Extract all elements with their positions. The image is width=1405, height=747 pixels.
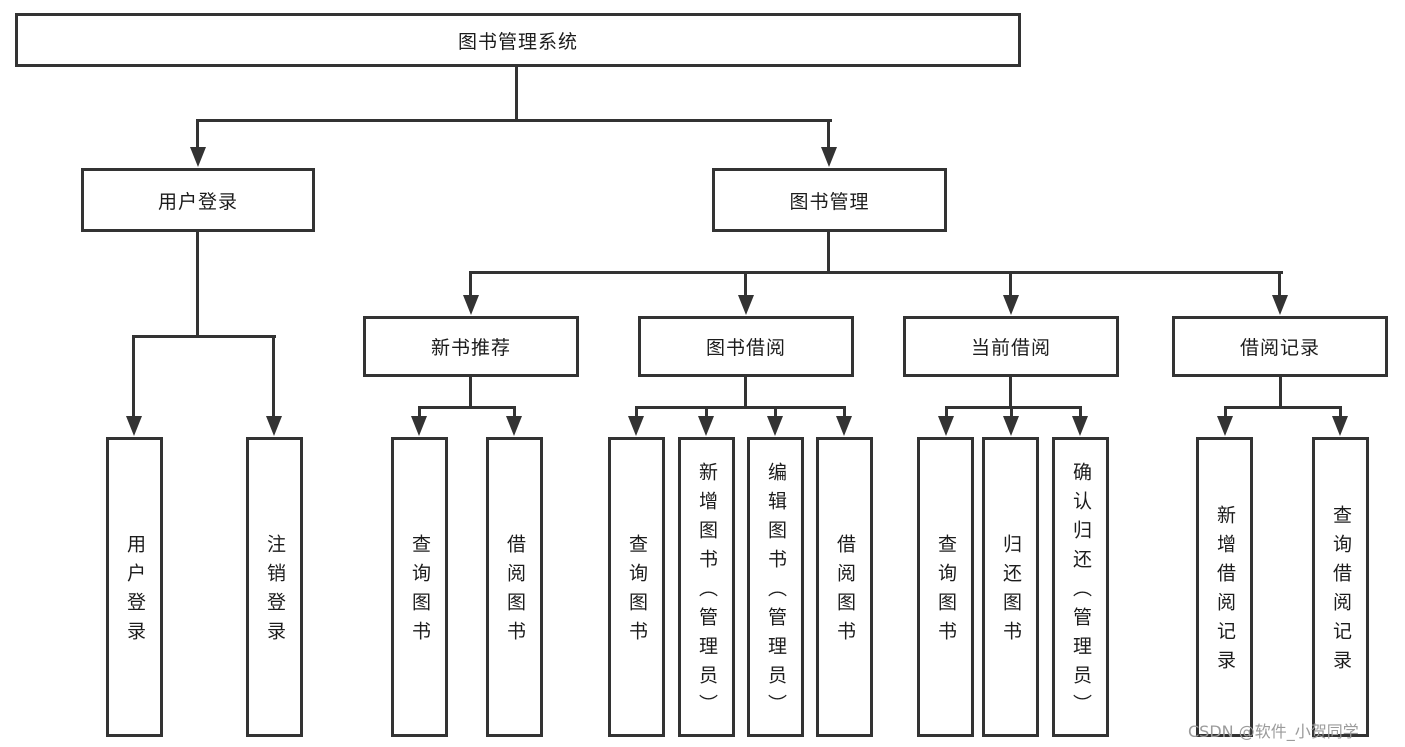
connector-line	[843, 406, 846, 418]
node-user-login: 用户登录	[81, 168, 315, 232]
connector-line	[827, 119, 830, 149]
arrow-down-icon	[1003, 416, 1019, 436]
connector-line	[1010, 406, 1013, 418]
connector-line	[635, 406, 846, 409]
arrow-down-icon	[411, 416, 427, 436]
arrow-down-icon	[1332, 416, 1348, 436]
arrow-down-icon	[1072, 416, 1088, 436]
connector-line	[827, 232, 830, 274]
connector-line	[1224, 406, 1341, 409]
connector-line	[1079, 406, 1082, 418]
connector-line	[1224, 406, 1227, 418]
node-current-borrowing: 当前借阅	[903, 316, 1119, 377]
leaf-user-login: 用户登录	[106, 437, 163, 737]
leaf-confirm-return-admin: 确认归还（管理员）	[1052, 437, 1109, 737]
arrow-down-icon	[1217, 416, 1233, 436]
node-new-book-recommend: 新书推荐	[363, 316, 579, 377]
arrow-down-icon	[190, 147, 206, 167]
connector-line	[132, 335, 135, 418]
arrow-down-icon	[1272, 295, 1288, 315]
connector-line	[945, 406, 948, 418]
leaf-add-borrow-record: 新增借阅记录	[1196, 437, 1253, 737]
leaf-logout: 注销登录	[246, 437, 303, 737]
connector-line	[469, 271, 472, 297]
connector-line	[705, 406, 708, 418]
connector-line	[418, 406, 516, 409]
connector-line	[1009, 271, 1012, 297]
leaf-borrow-books-recommend: 借阅图书	[486, 437, 543, 737]
connector-line	[469, 377, 472, 409]
node-book-management: 图书管理	[712, 168, 947, 232]
connector-line	[515, 67, 518, 121]
arrow-down-icon	[938, 416, 954, 436]
connector-line	[1009, 377, 1012, 409]
leaf-borrow-books-borrowing: 借阅图书	[816, 437, 873, 737]
connector-line	[513, 406, 516, 418]
arrow-down-icon	[628, 416, 644, 436]
arrow-down-icon	[738, 295, 754, 315]
connector-line	[635, 406, 638, 418]
leaf-query-books-borrowing: 查询图书	[608, 437, 665, 737]
connector-line	[196, 119, 832, 122]
connector-line	[945, 406, 1082, 409]
node-library-management-system: 图书管理系统	[15, 13, 1021, 67]
node-book-borrowing: 图书借阅	[638, 316, 854, 377]
arrow-down-icon	[836, 416, 852, 436]
connector-line	[418, 406, 421, 418]
leaf-add-book-admin: 新增图书（管理员）	[678, 437, 735, 737]
connector-line	[1339, 406, 1342, 418]
arrow-down-icon	[506, 416, 522, 436]
connector-line	[1279, 377, 1282, 409]
watermark: CSDN @软件_小贺同学	[1188, 722, 1359, 741]
node-borrowing-records: 借阅记录	[1172, 316, 1388, 377]
connector-line	[469, 271, 1283, 274]
leaf-query-books-current: 查询图书	[917, 437, 974, 737]
leaf-return-book: 归还图书	[982, 437, 1039, 737]
connector-line	[774, 406, 777, 418]
connector-line	[1278, 271, 1281, 297]
leaf-edit-book-admin: 编辑图书（管理员）	[747, 437, 804, 737]
connector-line	[132, 335, 276, 338]
connector-line	[744, 271, 747, 297]
arrow-down-icon	[266, 416, 282, 436]
leaf-query-books-recommend: 查询图书	[391, 437, 448, 737]
connector-line	[196, 232, 199, 337]
arrow-down-icon	[1003, 295, 1019, 315]
leaf-query-borrow-record: 查询借阅记录	[1312, 437, 1369, 737]
connector-line	[744, 377, 747, 409]
connector-line	[196, 119, 199, 149]
arrow-down-icon	[698, 416, 714, 436]
arrow-down-icon	[463, 295, 479, 315]
arrow-down-icon	[821, 147, 837, 167]
arrow-down-icon	[126, 416, 142, 436]
arrow-down-icon	[767, 416, 783, 436]
connector-line	[272, 335, 275, 418]
